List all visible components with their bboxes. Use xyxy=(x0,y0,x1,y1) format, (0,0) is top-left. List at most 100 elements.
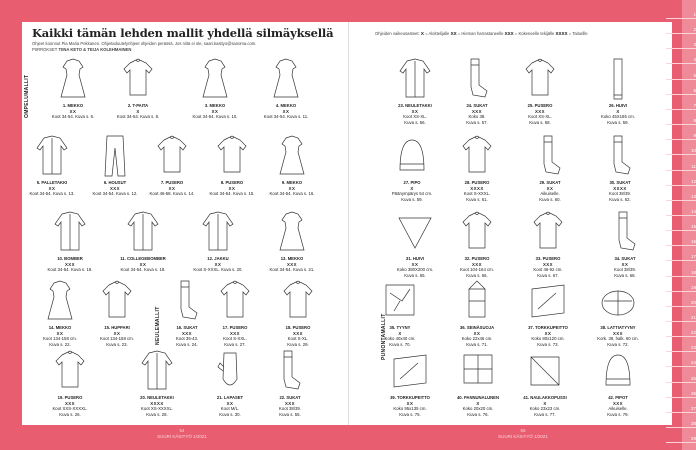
pattern-page: Kuva s. 59. xyxy=(401,196,423,202)
difficulty-level: X xyxy=(616,108,620,114)
pattern-size: Koot S-XL. xyxy=(287,336,309,342)
pattern-page: Kuva s. 55. xyxy=(279,411,301,417)
difficulty-level: XXX xyxy=(109,185,121,191)
pattern-item: 39. TORKKUPEITTO XX Koko 95x135 cm. Kuva… xyxy=(375,395,445,417)
pattern-item: 16. SUKAT XXX Koot 35-43. Kuva s. 24. xyxy=(152,325,222,347)
jacket-sketch-icon xyxy=(123,210,163,259)
shirt-sketch-icon xyxy=(520,57,560,106)
difficulty-level: XX xyxy=(282,108,290,114)
difficulty-level: XXXX xyxy=(613,185,627,191)
ruler-tick: 15 xyxy=(666,224,696,232)
pattern-item: 28. PUSERO XXXX Koot S-XXXL. Kuva s. 61. xyxy=(442,180,512,202)
pattern-name: 15. HUPPARI xyxy=(104,325,130,330)
pattern-name: 2. T-PAITA xyxy=(127,103,149,108)
pattern-size: Koot 38/39. xyxy=(279,406,301,412)
difficulty-level: XXX xyxy=(64,400,76,406)
pattern-item: 29. SUKAT XX Aikuiselle. Kuva s. 60. xyxy=(515,180,585,202)
magazine-name: SUURI KÄSITYÖ 1/2021 xyxy=(498,434,548,439)
difficulty-level: XX xyxy=(226,400,234,406)
pattern-size: Koot M/L. xyxy=(220,406,240,412)
pattern-size: Koot 34-54. Kuva s. 13. xyxy=(29,191,75,197)
difficulty-level: XX xyxy=(546,185,554,191)
shirt-sketch-icon xyxy=(212,134,252,183)
difficulty-level: X xyxy=(398,330,402,336)
pattern-page: Kuva s. 61. xyxy=(466,196,488,202)
pattern-name: 34. SUKAT xyxy=(614,256,636,261)
pattern-name: 11. COLLEGEBOMBER xyxy=(120,256,166,261)
intro-text: Ohjeet koonnut Pia Maria Pekkanen. Ohjei… xyxy=(32,41,257,46)
pattern-name: 22. SUKAT xyxy=(279,395,301,400)
ruler-tick: 21 xyxy=(666,315,696,322)
pattern-page: Kuva s. 66. xyxy=(466,272,488,278)
pattern-page: Kuva s. 22. xyxy=(49,341,71,347)
pattern-name: 29. SUKAT xyxy=(539,180,561,185)
pattern-item: 11. COLLEGEBOMBER XX Koot 34-54. Kuva s.… xyxy=(108,256,178,273)
pattern-item: 40. PANNUNALUNEN X Koko 20x20 cm. Kuva s… xyxy=(443,395,513,417)
ruler-tick: 26 xyxy=(666,391,696,398)
pattern-page: Kuva s. 26. xyxy=(59,411,81,417)
pattern-name: 30. SUKAT xyxy=(609,180,631,185)
difficulty-level: XXX xyxy=(612,330,624,336)
dress-sketch-icon xyxy=(266,57,306,106)
pattern-page: Kuva s. 23. xyxy=(106,341,128,347)
difficulty-level: XXX xyxy=(284,400,296,406)
pattern-size: Koko 380X200 cm. xyxy=(396,267,434,273)
pouf-sketch-icon xyxy=(598,279,638,328)
pattern-name: 16. SUKAT xyxy=(176,325,198,330)
dress-sketch-icon xyxy=(40,279,80,328)
difficulty-legend: Ohjeiden vaikeusasteet: X = Aloittelijal… xyxy=(375,31,588,36)
ruler-tick: 10 xyxy=(666,148,696,156)
difficulty-level: XX xyxy=(473,330,481,336)
pattern-name: 27. PIPO xyxy=(403,180,421,185)
pattern-item: 26. HUIVI X Koko 45X185 cm. Kuva s. 59. xyxy=(583,103,653,125)
pattern-name: 20. NEULETAKKI xyxy=(140,395,174,400)
difficulty-level: XXX xyxy=(292,330,304,336)
ruler-tick: 11 xyxy=(666,164,696,171)
page-number: 55 xyxy=(520,428,526,433)
pattern-name: 38. LATTIATYYNY xyxy=(600,325,636,330)
pattern-item: 32. PUSERO XXX Koot 104-164 cm. Kuva s. … xyxy=(442,256,512,278)
pattern-page: Kuva s. 71. xyxy=(466,341,488,347)
scarf-sketch-icon xyxy=(598,57,638,106)
difficulty-level: XXX xyxy=(471,261,483,267)
section-label-sewing: OMPELUMALLIT xyxy=(24,74,30,118)
pattern-item: 42. PIPOT XXX Aikuiselle. Kuva s. 79. xyxy=(583,395,653,417)
ruler-tick: 12 xyxy=(666,179,696,186)
difficulty-level: XXX xyxy=(612,400,624,406)
pattern-size: Koot 134-158 cm. xyxy=(43,336,77,342)
page-title: Kaikki tämän lehden mallit yhdellä silmä… xyxy=(32,26,334,40)
difficulty-level: XX xyxy=(544,330,552,336)
page-number: 54 xyxy=(179,428,185,433)
pattern-name: 8. PUSERO xyxy=(220,180,244,185)
pattern-size: Koko 23x23 cm. xyxy=(529,406,561,412)
ruler-tick: 2 xyxy=(666,27,696,35)
pattern-item: 12. JAKKU XX Koot S-XXXL. Kuva s. 20. xyxy=(183,256,253,273)
pattern-size: Koot XXS-XXXXL. xyxy=(52,406,88,412)
ruler-tick: 4 xyxy=(666,57,696,65)
pattern-item: 31. HUIVI XX Koko 380X200 cm. Kuva s. 65… xyxy=(380,256,450,278)
difficulty-level: XX xyxy=(214,261,222,267)
jacket-sketch-icon xyxy=(50,210,90,259)
mittens-sketch-icon xyxy=(210,349,250,398)
shirt-sketch-icon xyxy=(528,210,568,259)
pattern-page: Kuva s. 30. xyxy=(219,411,241,417)
pattern-item: 13. MEKKO XXX Koot 34-54. Kuva s. 21. xyxy=(257,256,327,273)
difficulty-level: XXX xyxy=(181,330,193,336)
pattern-name: 40. PANNUNALUNEN xyxy=(456,395,500,400)
pattern-page: Kuva s. 24. xyxy=(176,341,198,347)
pattern-page: Kuva s. 75. xyxy=(399,411,421,417)
difficulty-level: XX xyxy=(411,261,419,267)
pattern-name: 7. PUSERO xyxy=(160,180,184,185)
ruler-tick: 9 xyxy=(666,133,696,141)
pattern-size: Koot S-XXL. xyxy=(223,336,247,342)
pattern-page: Kuva s. 58. xyxy=(529,119,551,125)
pattern-size: Koot 35-43. xyxy=(175,336,199,342)
ruler-tick: 25 xyxy=(666,376,696,383)
pattern-page: Kuva s. 72. xyxy=(607,341,629,347)
pattern-size: Koko 80x120 cm. xyxy=(531,336,565,342)
difficulty-level: XX xyxy=(48,185,56,191)
pattern-size: Koko 95x135 cm. xyxy=(393,406,427,412)
pattern-name: 39. TORKKUPEITTO xyxy=(390,395,430,400)
pattern-size: Koot 38/39. xyxy=(609,191,631,197)
pattern-name: 37. TORKKUPEITTO xyxy=(528,325,568,330)
